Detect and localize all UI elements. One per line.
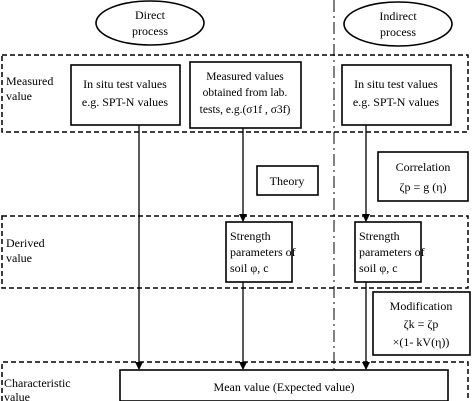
- strength-indirect-line-3: soil φ, c: [359, 261, 398, 275]
- insitu-test-values-direct-box: In situ test values e.g. SPT-N values: [70, 64, 181, 126]
- insitu-direct-line-1: In situ test values: [83, 77, 167, 91]
- strength-direct-line-3: soil φ, c: [230, 261, 269, 275]
- indirect-process-header: Indirect process: [343, 1, 453, 47]
- characteristic-value-label-line-1: Characteristic: [4, 376, 71, 390]
- theory-label: Theory: [270, 174, 305, 188]
- direct-process-line-1: Direct: [135, 8, 166, 22]
- direct-process-line-2: process: [132, 24, 168, 38]
- measured-value-zone: [1, 54, 469, 133]
- derived-value-label-line-1: Derived: [6, 236, 45, 250]
- insitu-indirect-line-1: In situ test values: [354, 77, 438, 91]
- insitu-direct-line-2: e.g. SPT-N values: [82, 95, 169, 109]
- strength-direct-line-2: parameters of: [230, 245, 296, 259]
- insitu-indirect-line-2: e.g. SPT-N values: [353, 95, 440, 109]
- theory-box: Theory: [256, 165, 319, 196]
- measured-value-label-line-2: value: [6, 89, 32, 103]
- indirect-process-line-2: process: [380, 25, 416, 39]
- lab-values-line-2: obtained from lab.: [203, 87, 288, 99]
- derived-value-label-line-2: value: [6, 251, 32, 265]
- modification-title: Modification: [390, 299, 453, 313]
- characteristic-value-label-line-2: value: [4, 390, 30, 401]
- strength-indirect-line-1: Strength: [359, 229, 400, 243]
- indirect-process-line-1: Indirect: [379, 9, 417, 23]
- measured-value-label-line-1: Measured: [6, 74, 53, 88]
- strength-indirect-line-2: parameters of: [359, 245, 425, 259]
- lab-test-values-box: Measured values obtained from lab. tests…: [189, 61, 302, 129]
- mean-value-label: Mean value (Expected value): [214, 380, 355, 394]
- correlation-formula: ζp = g (η): [399, 180, 446, 194]
- strength-parameters-direct-box: Strength parameters of soil φ, c: [225, 221, 296, 283]
- modification-box: Modification ζk = ζp ×(1- kV(η)): [372, 291, 471, 356]
- mean-value-box: Mean value (Expected value): [119, 369, 449, 401]
- strength-direct-line-1: Strength: [230, 229, 271, 243]
- characteristic-value-zone: [1, 361, 469, 401]
- direct-process-header: Direct process: [95, 0, 205, 46]
- lab-values-line-1: Measured values: [206, 71, 284, 83]
- strength-parameters-indirect-box: Strength parameters of soil φ, c: [354, 221, 425, 283]
- lab-values-line-3: tests, e.g.(σ1f , σ3f): [200, 104, 291, 116]
- modification-formula-1: ζk = ζp: [404, 317, 439, 331]
- modification-formula-2: ×(1- kV(η)): [393, 335, 450, 349]
- correlation-box: Correlation ζp = g (η): [377, 151, 469, 202]
- derived-value-zone: [1, 215, 469, 289]
- insitu-test-values-indirect-box: In situ test values e.g. SPT-N values: [341, 64, 452, 126]
- correlation-title: Correlation: [396, 160, 451, 174]
